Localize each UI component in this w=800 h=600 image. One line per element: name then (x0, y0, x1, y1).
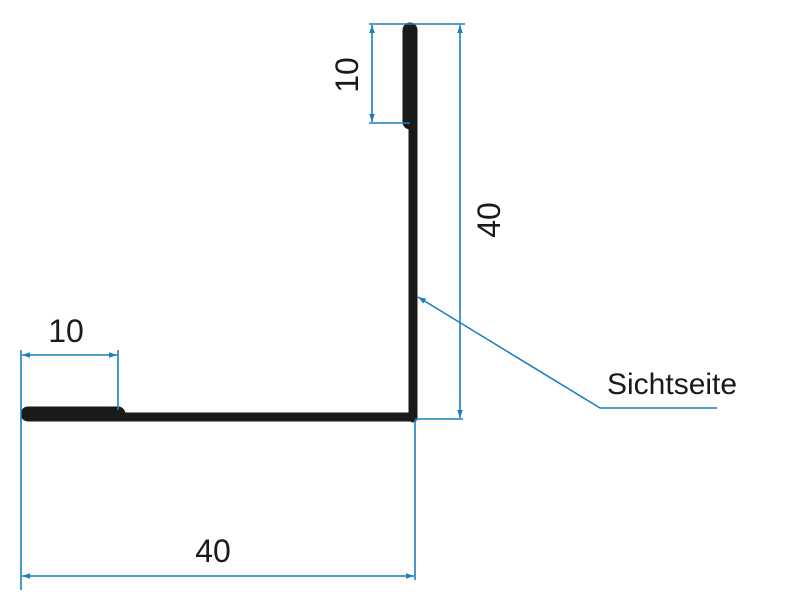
dim-text-top-10: 10 (329, 57, 365, 93)
dim-text-bottom-40: 40 (195, 533, 231, 569)
sichtseite-label: Sichtseite (607, 368, 737, 401)
l-profile (20, 22, 418, 423)
sichtseite-leader (417, 296, 717, 409)
dimension-lines (20, 23, 717, 590)
dim-text-right-40: 40 (471, 202, 507, 238)
dim-text-left-10: 10 (48, 313, 84, 349)
